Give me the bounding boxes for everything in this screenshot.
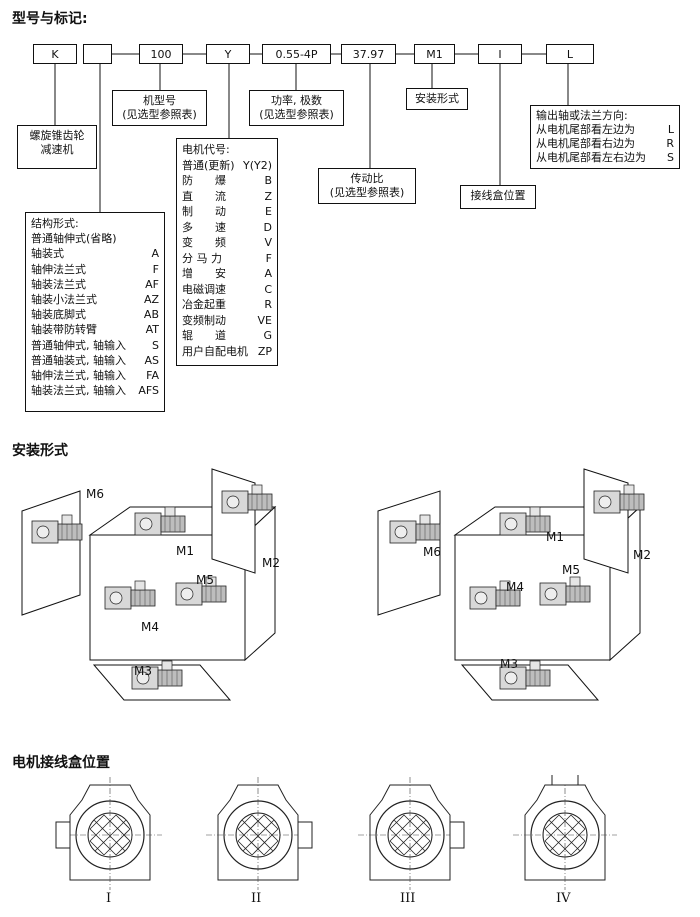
ratio-label: 传动比(见选型参照表) — [318, 168, 416, 204]
reducer-label: 螺旋锥齿轮减速机 — [17, 125, 97, 169]
frame-label: 机型号(见选型参照表) — [112, 90, 207, 126]
left-face-m1: M1 — [176, 544, 194, 558]
box-position-title: 电机接线盒位置 — [12, 755, 110, 771]
code-structure — [83, 44, 112, 64]
mount-title: 安装形式 — [12, 443, 68, 459]
code-k: K — [33, 44, 77, 64]
right-face-m6: M6 — [423, 545, 441, 559]
position-ii: II — [251, 891, 262, 906]
code-mount: M1 — [414, 44, 455, 64]
code-motor: Y — [206, 44, 250, 64]
right-face-m2: M2 — [633, 548, 651, 562]
left-face-m2: M2 — [262, 556, 280, 570]
left-face-m3: M3 — [134, 664, 152, 678]
position-i: I — [106, 891, 112, 906]
left-face-m5: M5 — [196, 573, 214, 587]
code-ratio: 37.97 — [341, 44, 396, 64]
left-face-m4: M4 — [141, 620, 159, 634]
model-title: 型号与标记: — [12, 11, 88, 27]
code-power: 0.55-4P — [262, 44, 331, 64]
terminal-box-diagrams — [55, 775, 618, 890]
code-frame: 100 — [139, 44, 183, 64]
right-face-m4: M4 — [506, 580, 524, 594]
mount-label: 安装形式 — [406, 88, 468, 110]
right-face-m5: M5 — [562, 563, 580, 577]
left-face-m6: M6 — [86, 487, 104, 501]
position-iii: III — [400, 891, 416, 906]
right-face-m3: M3 — [500, 657, 518, 671]
code-box-position: I — [478, 44, 522, 64]
code-output: L — [546, 44, 594, 64]
power-label: 功率, 极数(见选型参照表) — [249, 90, 344, 126]
mounting-diagrams — [21, 468, 645, 701]
connector-lines — [54, 53, 569, 212]
right-face-m1: M1 — [546, 530, 564, 544]
box-position-label: 接线盒位置 — [460, 185, 536, 209]
position-iv: IV — [556, 891, 571, 906]
